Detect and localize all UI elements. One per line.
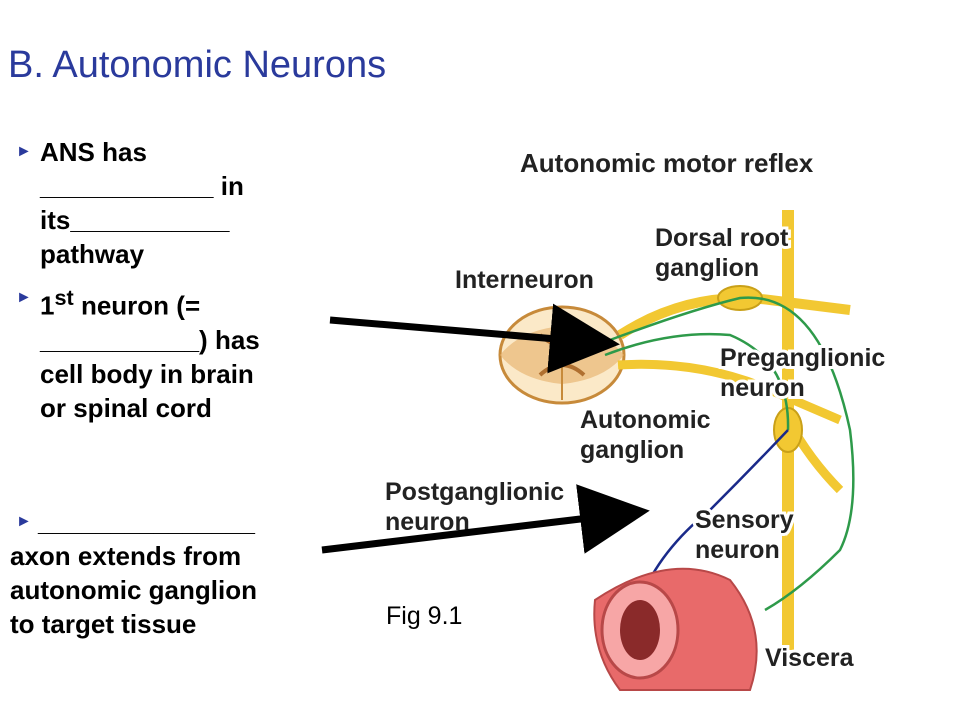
bullet-line: _______________ bbox=[38, 507, 255, 537]
sensory-fiber bbox=[609, 296, 855, 612]
bullet-line: ANS has bbox=[40, 137, 147, 167]
bullet-line: its___________ bbox=[40, 205, 230, 235]
bullet-line: to target tissue bbox=[10, 609, 197, 639]
bullet-ans-pathway: ► ANS has ____________ in its___________… bbox=[16, 135, 330, 271]
label-interneuron: Interneuron bbox=[455, 266, 594, 294]
ordinal-suffix: st bbox=[54, 285, 74, 310]
label-sensory-line2: neuron bbox=[695, 536, 780, 564]
label-preganglionic-line2: neuron bbox=[720, 374, 805, 402]
bullet-line: autonomic ganglion bbox=[10, 575, 257, 605]
label-postganglionic-line2: neuron bbox=[385, 508, 470, 536]
bullet-line: ____________ in bbox=[40, 171, 244, 201]
diagram-heading: Autonomic motor reflex bbox=[520, 148, 814, 178]
bullet-line: axon extends from bbox=[10, 541, 242, 571]
postganglionic-fiber bbox=[638, 429, 789, 601]
preganglionic-fiber bbox=[604, 332, 790, 431]
triangle-bullet-icon: ► bbox=[16, 513, 32, 530]
bullet-first-neuron: ► 1st neuron (= ___________) has cell bo… bbox=[16, 281, 330, 425]
slide-title: B. Autonomic Neurons bbox=[8, 44, 387, 86]
bullet-line: pathway bbox=[40, 239, 145, 269]
viscera-illustration bbox=[593, 567, 758, 691]
figure-caption: Fig 9.1 bbox=[386, 602, 463, 630]
label-sensory-line1: Sensory bbox=[695, 506, 794, 534]
triangle-bullet-icon: ► bbox=[16, 143, 32, 160]
triangle-bullet-icon: ► bbox=[16, 289, 32, 306]
bullet-text: neuron (= bbox=[73, 290, 201, 321]
label-dorsal-root-line2: ganglion bbox=[655, 254, 759, 282]
bullet-line-first: 1st neuron (= bbox=[40, 281, 330, 323]
label-dorsal-root-line1: Dorsal root bbox=[655, 224, 789, 252]
bullet-line: or spinal cord bbox=[40, 392, 212, 423]
bullet-postganglionic-axon: ► _______________ axon extends from auto… bbox=[10, 505, 330, 641]
autonomic-reflex-diagram: Autonomic motor reflex Dorsal root gangl… bbox=[382, 145, 888, 691]
ordinal-number: 1 bbox=[40, 290, 55, 321]
bullet-line: cell body in brain bbox=[40, 358, 254, 389]
bullet-line: ___________) has bbox=[40, 324, 260, 355]
label-viscera: Viscera bbox=[765, 644, 855, 672]
label-autonomic-ganglion-line2: ganglion bbox=[580, 436, 684, 464]
label-postganglionic-line1: Postganglionic bbox=[385, 478, 564, 506]
label-preganglionic-line1: Preganglionic bbox=[720, 344, 885, 372]
label-autonomic-ganglion-line1: Autonomic bbox=[580, 406, 711, 434]
